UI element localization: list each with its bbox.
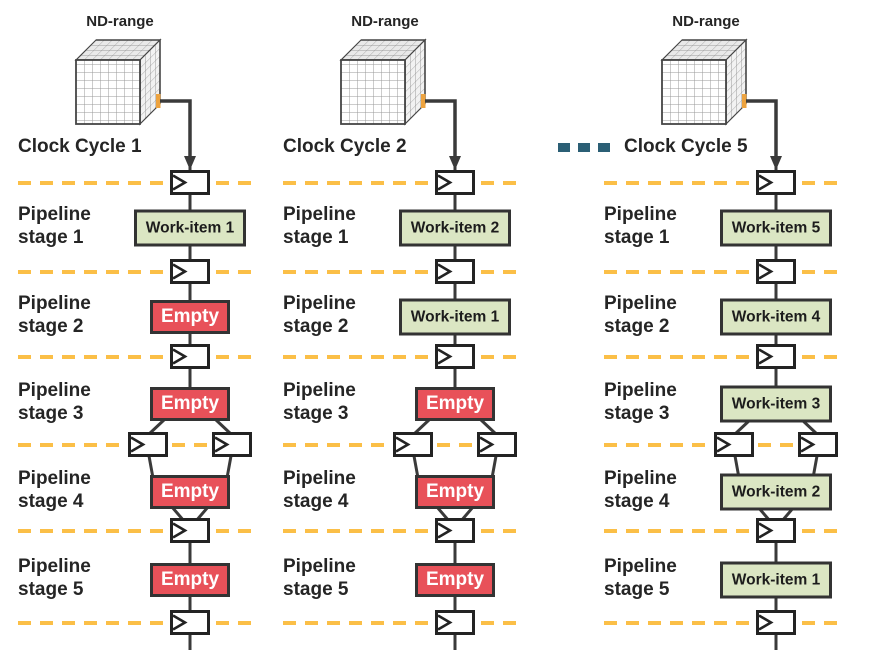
pipeline-register-icon xyxy=(756,610,796,635)
stage-3-box: Empty xyxy=(150,387,230,421)
pipeline-register-icon xyxy=(170,259,210,284)
work-item-highlight-tick xyxy=(742,94,747,108)
stage-divider-dashed-line xyxy=(283,355,523,359)
stage-3-box: Work-item 3 xyxy=(720,385,832,423)
pipeline-register-icon xyxy=(714,432,754,457)
arrowhead-icon xyxy=(770,156,782,170)
pipeline-register-icon xyxy=(170,170,210,195)
clock-cycle-label: Clock Cycle 5 xyxy=(624,136,748,157)
pipeline-register-icon xyxy=(435,259,475,284)
nd-range-label: ND-range xyxy=(351,13,419,30)
stage-divider-dashed-line xyxy=(604,270,844,274)
column-graphic xyxy=(661,39,820,650)
stage-divider-dashed-line xyxy=(18,355,258,359)
clock-cycle-label: Clock Cycle 2 xyxy=(283,136,407,157)
stage-2-box: Work-item 4 xyxy=(720,298,832,336)
pipeline-register-icon xyxy=(435,170,475,195)
pipeline-register-icon xyxy=(756,518,796,543)
stage-divider-dashed-line xyxy=(283,621,523,625)
pipeline-register-icon xyxy=(435,344,475,369)
pipeline-register-icon xyxy=(212,432,252,457)
stage-4-box: Empty xyxy=(415,475,495,509)
stage-1-box: Work-item 5 xyxy=(720,209,832,247)
stage-divider-dashed-line xyxy=(18,270,258,274)
stage-4-box: Work-item 2 xyxy=(720,473,832,511)
nd-range-label: ND-range xyxy=(86,13,154,30)
stage-divider-dashed-line xyxy=(604,529,844,533)
ellipsis-icon xyxy=(558,142,610,152)
nd-range-label: ND-range xyxy=(672,13,740,30)
pipeline-register-icon xyxy=(756,259,796,284)
work-item-highlight-tick xyxy=(421,94,426,108)
nd-range-cube-icon xyxy=(661,39,747,125)
stage-divider-dashed-line xyxy=(283,529,523,533)
clock-cycle-row: Clock Cycle 5 xyxy=(558,136,748,158)
stage-5-box: Work-item 1 xyxy=(720,561,832,599)
stage-3-box: Empty xyxy=(415,387,495,421)
stage-5-box: Empty xyxy=(415,563,495,597)
pipeline-register-icon xyxy=(128,432,168,457)
cube-to-pipeline-arrow xyxy=(160,99,192,158)
pipeline-register-icon xyxy=(477,432,517,457)
stage-1-box: Work-item 1 xyxy=(134,209,246,247)
nd-range-cube-icon xyxy=(75,39,161,125)
work-item-highlight-tick xyxy=(156,94,161,108)
stage-1-box: Work-item 2 xyxy=(399,209,511,247)
arrowhead-icon xyxy=(184,156,196,170)
pipeline-register-icon xyxy=(170,610,210,635)
stage-divider-dashed-line xyxy=(18,181,258,185)
nd-range-cube-icon xyxy=(340,39,426,125)
stage-divider-dashed-line xyxy=(604,355,844,359)
clock-cycle-label: Clock Cycle 1 xyxy=(18,136,142,157)
stage-divider-dashed-line xyxy=(18,621,258,625)
pipeline-register-icon xyxy=(393,432,433,457)
stage-divider-dashed-line xyxy=(604,621,844,625)
arrowhead-icon xyxy=(449,156,461,170)
pipeline-register-icon xyxy=(435,518,475,543)
pipeline-register-icon xyxy=(435,610,475,635)
pipeline-register-icon xyxy=(170,344,210,369)
stage-5-box: Empty xyxy=(150,563,230,597)
pipeline-register-icon xyxy=(170,518,210,543)
stage-divider-dashed-line xyxy=(18,529,258,533)
stage-divider-dashed-line xyxy=(283,181,523,185)
stage-4-box: Empty xyxy=(150,475,230,509)
pipeline-register-icon xyxy=(756,344,796,369)
pipeline-register-icon xyxy=(756,170,796,195)
stage-2-box: Work-item 1 xyxy=(399,298,511,336)
stage-divider-dashed-line xyxy=(604,181,844,185)
stage-2-box: Empty xyxy=(150,300,230,334)
pipeline-register-icon xyxy=(798,432,838,457)
cube-to-pipeline-arrow xyxy=(746,99,778,158)
stage-divider-dashed-line xyxy=(283,270,523,274)
cube-to-pipeline-arrow xyxy=(425,99,457,158)
